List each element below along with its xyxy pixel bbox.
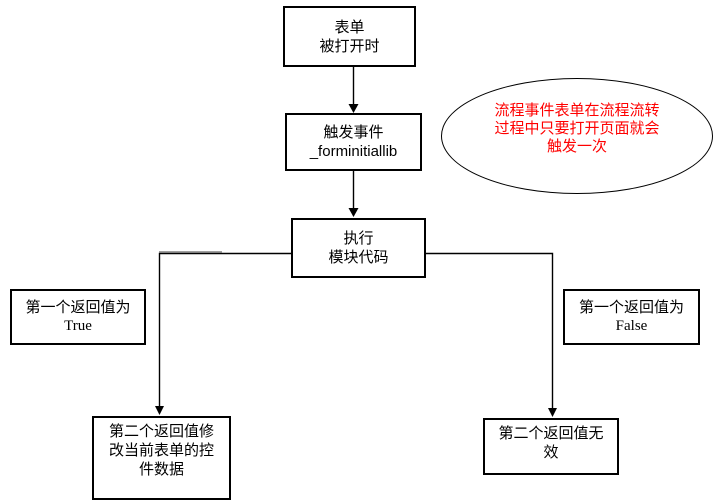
node-false-branch-line1: 第一个返回值为 xyxy=(578,298,684,316)
node-modify-result: 第二个返回值修 改当前表单的控 件数据 xyxy=(92,416,231,500)
node-true-branch-line1: 第一个返回值为 xyxy=(25,298,131,316)
node-modify-result-line2: 改当前表单的控 xyxy=(108,441,214,459)
arrow-trigger-to-execute xyxy=(348,171,359,217)
node-invalid-result: 第二个返回值无 效 xyxy=(483,418,619,475)
node-form-opened: 表单 被打开时 xyxy=(283,6,416,67)
annotation-line3: 触发一次 xyxy=(546,137,607,155)
node-execute: 执行 模块代码 xyxy=(291,218,426,278)
node-invalid-result-line2: 效 xyxy=(543,443,559,461)
node-execute-line1: 执行 xyxy=(343,229,374,247)
node-false-branch: 第一个返回值为 False xyxy=(563,289,700,345)
node-trigger-event-line1: 触发事件 xyxy=(323,123,384,141)
connector-execute-to-modify xyxy=(155,252,291,415)
node-form-opened-line2: 被打开时 xyxy=(319,36,380,55)
node-invalid-result-line1: 第二个返回值无 xyxy=(498,424,604,442)
node-true-branch-line2: True xyxy=(64,318,92,334)
node-form-opened-line1: 表单 xyxy=(334,17,365,36)
node-false-branch-line2: False xyxy=(615,318,648,334)
annotation-ellipse: 流程事件表单在流程流转 过程中只要打开页面就会 触发一次 xyxy=(441,78,713,194)
arrow-form-to-trigger xyxy=(348,67,359,113)
node-execute-line2: 模块代码 xyxy=(328,248,389,266)
node-trigger-event: 触发事件 _forminitiallib xyxy=(285,113,422,171)
annotation-line1: 流程事件表单在流程流转 xyxy=(494,101,660,119)
connector-execute-to-invalid xyxy=(426,252,557,417)
annotation-line2: 过程中只要打开页面就会 xyxy=(494,119,660,137)
node-modify-result-line1: 第二个返回值修 xyxy=(108,422,214,440)
node-modify-result-line3: 件数据 xyxy=(138,460,184,478)
node-true-branch: 第一个返回值为 True xyxy=(10,289,146,345)
node-trigger-event-line2: _forminitiallib xyxy=(309,143,398,160)
